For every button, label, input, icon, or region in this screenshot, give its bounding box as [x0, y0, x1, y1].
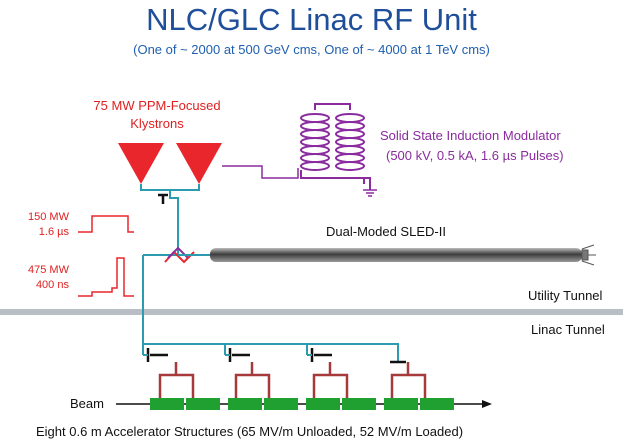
sled-ii-delay-line	[210, 248, 582, 262]
caption: Eight 0.6 m Accelerator Structures (65 M…	[36, 424, 464, 439]
pulse-short-duration: 400 ns	[35, 279, 69, 291]
klystron-left	[118, 143, 164, 184]
pulse-label-long: 150 MW 1.6 µs	[28, 210, 69, 240]
klystron-right	[176, 143, 222, 184]
accelerator-structure	[264, 398, 298, 410]
combiner-load	[158, 193, 168, 204]
accelerator-structure	[420, 398, 454, 410]
accelerator-structure	[342, 398, 376, 410]
accelerator-structure	[306, 398, 340, 410]
ground-symbol	[363, 189, 377, 197]
accelerator-structure	[384, 398, 418, 410]
accelerator-structure	[150, 398, 184, 410]
modulator-label: Solid State Induction Modulator (500 kV,…	[380, 126, 564, 166]
klystron-label: 75 MW PPM-Focused Klystrons	[92, 97, 222, 133]
tunnel-wall	[0, 309, 623, 315]
pulse-short-power: 475 MW	[28, 264, 69, 276]
pulse-label-short: 475 MW 400 ns	[28, 263, 69, 293]
pulse-long-power: 150 MW	[28, 211, 69, 223]
accelerator-structure	[186, 398, 220, 410]
klystron-label-line1: 75 MW PPM-Focused	[93, 98, 221, 113]
page-subtitle: (One of ~ 2000 at 500 GeV cms, One of ~ …	[133, 42, 490, 57]
modulator-label-line1: Solid State Induction Modulator	[380, 128, 561, 143]
pulse-waveform-long	[78, 215, 134, 233]
hybrid-loads	[146, 348, 406, 364]
structure-feeds	[158, 362, 427, 400]
page-title: NLC/GLC Linac RF Unit	[146, 2, 477, 37]
linac-tunnel-label: Linac Tunnel	[531, 322, 605, 337]
beam-label: Beam	[70, 396, 104, 411]
sled-end-cap	[581, 244, 596, 266]
modulator-label-line2: (500 kV, 0.5 kA, 1.6 µs Pulses)	[386, 148, 564, 163]
klystron-combiner	[140, 184, 200, 256]
beam-arrow	[482, 400, 492, 408]
utility-tunnel-label: Utility Tunnel	[528, 288, 603, 303]
modulator-cable	[222, 165, 299, 179]
induction-modulator	[300, 103, 371, 190]
accelerator-structures	[150, 398, 454, 410]
klystron-label-line2: Klystrons	[130, 116, 184, 131]
pulse-waveform-short	[78, 257, 134, 297]
sled-coupler	[164, 246, 210, 264]
accelerator-structure	[228, 398, 262, 410]
sled-label: Dual-Moded SLED-II	[326, 224, 446, 239]
pulse-long-duration: 1.6 µs	[38, 226, 69, 238]
distribution-waveguide	[142, 343, 399, 362]
